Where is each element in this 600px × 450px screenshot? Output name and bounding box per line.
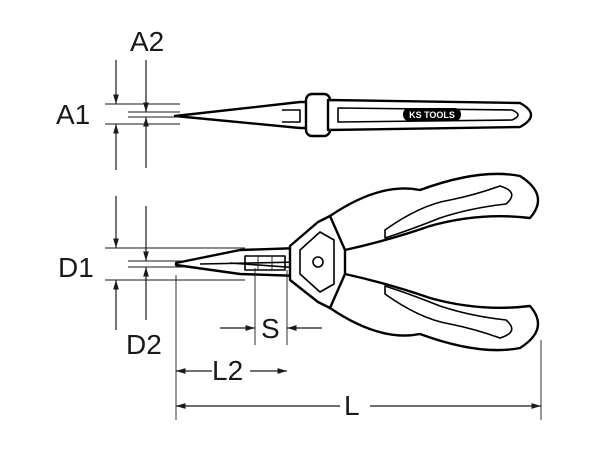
front-view-pliers [174, 172, 540, 352]
dimension-d: D1 D2 [58, 196, 245, 360]
ks-tools-logo: KS TOOLS [403, 108, 461, 121]
dimension-s: S [220, 268, 322, 345]
label-l2: L2 [212, 355, 243, 386]
label-s: S [261, 313, 280, 344]
dimension-l: L [176, 340, 542, 421]
label-d2: D2 [126, 329, 162, 360]
label-l: L [344, 390, 360, 421]
side-view-pliers: KS TOOLS [173, 92, 533, 138]
svg-text:KS TOOLS: KS TOOLS [409, 110, 455, 120]
label-a1: A1 [56, 99, 90, 130]
label-d1: D1 [58, 252, 94, 283]
label-a2: A2 [130, 26, 164, 57]
dimension-a: A2 A1 [56, 26, 180, 170]
dimension-l2: L2 [175, 275, 287, 420]
